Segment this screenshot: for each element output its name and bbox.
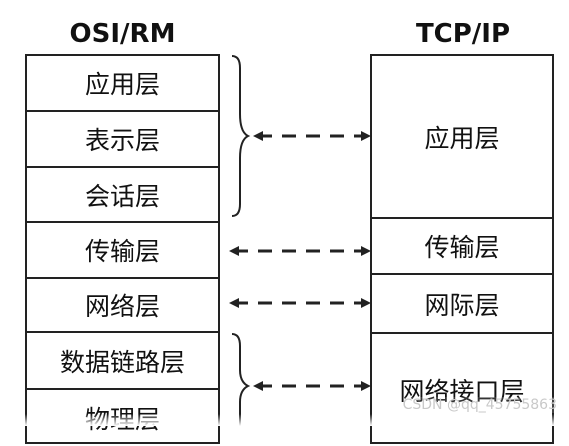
brace-upper-three-layers <box>231 55 251 217</box>
osi-layer-transport: 传输层 <box>27 223 218 279</box>
osi-layer-label: 表示层 <box>84 126 160 155</box>
osi-layer-presentation: 表示层 <box>27 112 218 168</box>
osi-layer-session: 会话层 <box>27 168 218 223</box>
osi-layer-network: 网络层 <box>27 279 218 333</box>
osi-layer-application: 应用层 <box>27 56 218 112</box>
tcpip-layer-label: 传输层 <box>424 233 500 262</box>
osi-layer-label: 网络层 <box>84 292 160 321</box>
bottom-fade-overlay <box>0 414 569 426</box>
tcpip-layer-network-interface: 网络接口层 <box>372 334 552 446</box>
osi-layer-label: 会话层 <box>84 181 160 211</box>
tcpip-layer-label: 网际层 <box>424 290 500 320</box>
osi-layer-label: 传输层 <box>84 237 160 266</box>
csdn-watermark: CSDN @qq_45755863 <box>402 397 557 413</box>
osi-layer-label: 数据链路层 <box>59 347 185 377</box>
tcpip-layer-label: 应用层 <box>424 123 500 153</box>
osi-layer-label: 应用层 <box>84 70 160 99</box>
tcpip-layer-transport: 传输层 <box>372 219 552 275</box>
tcpip-layer-stack: 应用层 传输层 网际层 网络接口层 <box>370 54 554 444</box>
osi-layer-data-link: 数据链路层 <box>27 333 218 390</box>
tcpip-layer-internet: 网际层 <box>372 275 552 334</box>
tcpip-model-title: TCP/IP <box>415 19 511 49</box>
osi-model-title: OSI/RM <box>69 19 176 49</box>
brace-lower-two-layers <box>231 333 251 426</box>
tcpip-layer-label: 网络接口层 <box>399 377 525 406</box>
osi-layer-stack: 应用层 表示层 会话层 传输层 网络层 数据链路层 物理层 <box>25 54 220 444</box>
tcpip-layer-application: 应用层 <box>372 56 552 219</box>
layer-mapping-connectors <box>229 55 371 426</box>
